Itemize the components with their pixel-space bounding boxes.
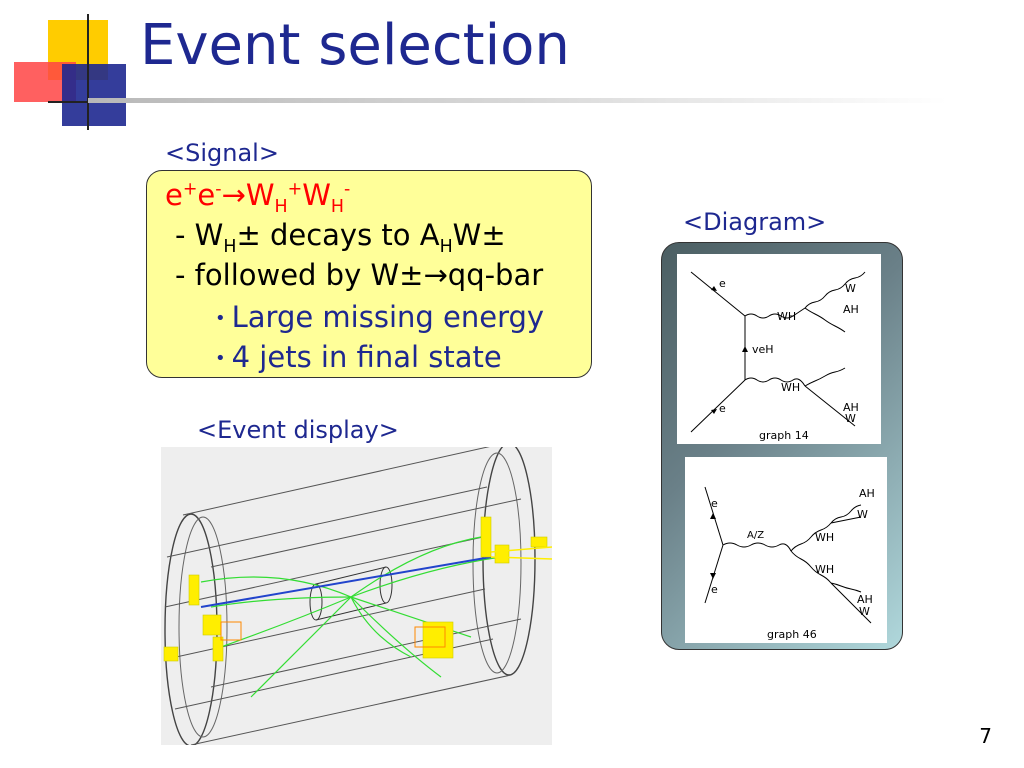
logo-blue-square xyxy=(62,64,126,126)
slide-title: Event selection xyxy=(140,13,570,78)
graph-label: AH xyxy=(859,487,875,500)
diagram-label: <Diagram> xyxy=(683,208,827,236)
graph-label: AH xyxy=(843,303,859,316)
feynman-graph-drawing: e e veH WH WH W AH AH W graph 14 xyxy=(690,271,866,442)
bullet-item: •4 jets in final state xyxy=(215,340,502,374)
signal-followed-line: - followed by W±→qq-bar xyxy=(175,258,544,292)
graph-label: WH xyxy=(781,381,800,394)
graph-label: e xyxy=(719,402,726,415)
signal-decay-line: - WH± decays to AHW± xyxy=(175,218,506,257)
graph-label: e xyxy=(711,583,718,596)
graph-label: AH xyxy=(843,401,859,414)
graph-label: W xyxy=(845,412,856,425)
graph-label: WH xyxy=(815,563,834,576)
signal-reaction: e+e-→WH+WH- xyxy=(165,178,351,217)
graph-caption: graph 46 xyxy=(767,628,817,641)
arrow-icon: → xyxy=(221,178,246,212)
feynman-graph: e e veH WH WH W AH AH W graph 14 xyxy=(677,254,881,444)
feynman-graph: e e A/Z WH WH AH W AH W graph 46 xyxy=(685,457,887,643)
signal-label: <Signal> xyxy=(165,139,279,167)
graph-label: e xyxy=(719,277,726,290)
slide-logo xyxy=(14,14,140,130)
bullet-item: •Large missing energy xyxy=(215,300,545,334)
graph-label: W xyxy=(845,282,856,295)
graph-label: WH xyxy=(777,310,796,323)
graph-label: WH xyxy=(815,531,834,544)
bullet-icon: • xyxy=(215,308,226,329)
graph-label: W xyxy=(857,508,868,521)
graph-label: A/Z xyxy=(747,530,764,541)
graph-caption: graph 14 xyxy=(759,429,809,442)
graph-label: AH xyxy=(857,593,873,606)
event-display-label: <Event display> xyxy=(197,416,399,444)
event-display-image xyxy=(161,442,553,747)
detector-drawing xyxy=(163,442,553,747)
title-underline xyxy=(88,98,948,103)
graph-label: veH xyxy=(752,343,774,356)
signal-box: e+e-→WH+WH- - WH± decays to AHW± - follo… xyxy=(146,170,592,378)
graph-label: W xyxy=(859,605,870,618)
page-number: 7 xyxy=(979,724,992,748)
arrow-icon: → xyxy=(423,258,448,292)
graph-label: e xyxy=(711,497,718,510)
bullet-icon: • xyxy=(215,348,226,369)
feynman-graph-drawing: e e A/Z WH WH AH W AH W graph 46 xyxy=(704,486,875,641)
